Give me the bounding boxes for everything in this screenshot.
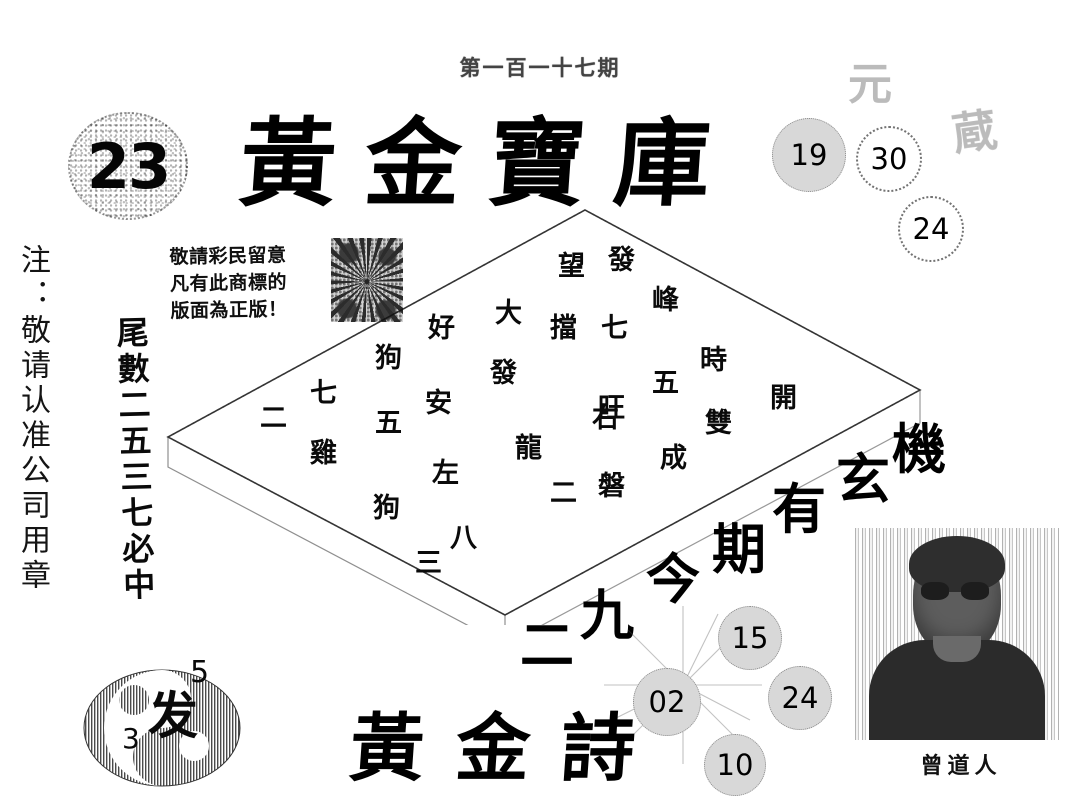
yin-yang-symbol xyxy=(82,668,242,788)
lottery-ball-top-2[interactable]: 24 xyxy=(898,196,964,262)
portrait-glasses-left xyxy=(921,582,949,600)
ball-number: 15 xyxy=(731,621,769,655)
portrait-caption: 曾道人 xyxy=(920,753,1002,779)
bottom-title-char-2: 詩 xyxy=(557,706,639,792)
ball-number: 24 xyxy=(781,681,819,715)
slogan-char-6: 機 xyxy=(892,417,946,481)
lottery-ball-bottom-1[interactable]: 02 xyxy=(633,668,701,736)
ball-number: 10 xyxy=(716,748,754,782)
faded-mark-yuan: 元 xyxy=(848,59,892,110)
lottery-ball-bottom-3[interactable]: 10 xyxy=(704,734,766,796)
slogan-char-0: 二 xyxy=(520,613,574,677)
lottery-ball-bottom-0[interactable]: 15 xyxy=(718,606,782,670)
yinyang-number-bottom: 3 xyxy=(122,722,140,755)
stamp-number: 23 xyxy=(86,129,171,203)
issue-stamp-circle: 23 xyxy=(68,112,188,220)
slogan-char-3: 期 xyxy=(712,517,766,581)
slogan-char-1: 九 xyxy=(580,583,634,647)
issue-number-header: 第一百一十七期 xyxy=(459,56,621,80)
lottery-ball-top-1[interactable]: 30 xyxy=(856,126,922,192)
company-seal-note: 注：敬请认准公司用章 xyxy=(15,244,50,594)
portrait-glasses-right xyxy=(961,582,989,600)
master-portrait-photo xyxy=(855,528,1059,740)
slogan-char-2: 今 xyxy=(646,547,700,611)
ball-number: 19 xyxy=(790,138,828,172)
ball-number: 24 xyxy=(912,212,950,246)
slogan-char-5: 玄 xyxy=(836,447,890,511)
yinyang-number-top: 5 xyxy=(190,655,210,690)
ball-number: 02 xyxy=(648,685,686,719)
starburst-decoration xyxy=(598,600,768,770)
ball-number: 30 xyxy=(870,142,908,176)
portrait-collar xyxy=(933,636,981,662)
diagonal-slogan: 二九今期有玄機 xyxy=(520,422,946,672)
bottom-title-char-1: 金 xyxy=(452,706,533,792)
bottom-title: 黃 金 詩 xyxy=(346,706,639,792)
lottery-ball-bottom-2[interactable]: 24 xyxy=(768,666,832,730)
slogan-char-4: 有 xyxy=(772,477,826,541)
bottom-title-char-0: 黃 xyxy=(346,706,428,792)
lottery-ball-top-0[interactable]: 19 xyxy=(772,118,846,192)
yinyang-center-char: 发 xyxy=(148,686,198,745)
